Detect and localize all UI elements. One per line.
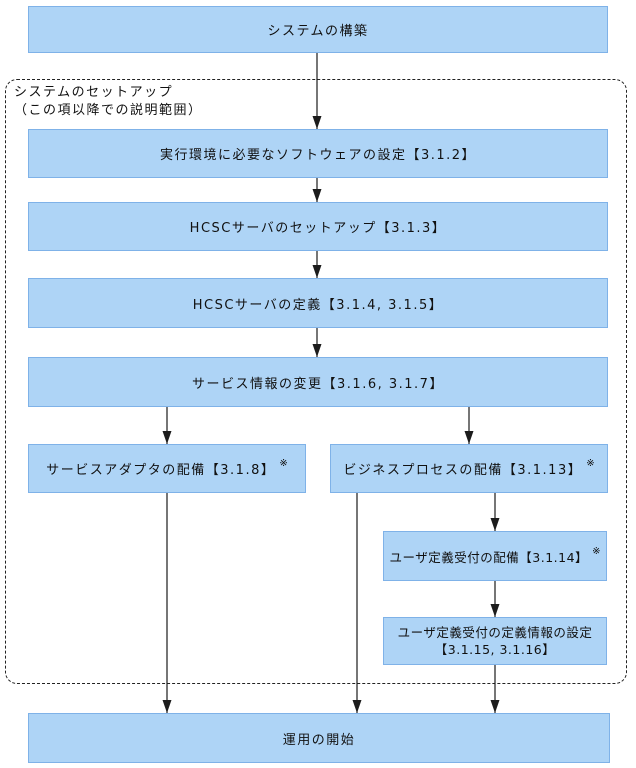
note-mark: ※ [586,458,595,469]
node-hcsc-server-define: HCSCサーバの定義【3.1.4, 3.1.5】 [28,278,608,328]
node-service-info-change-label: サービス情報の変更【3.1.6, 3.1.7】 [192,376,444,392]
setup-group-label-line2: （この項以降での説明範囲） [14,103,203,118]
note-mark: ※ [592,545,601,557]
node-business-process-deploy-label: ビジネスプロセスの配備【3.1.13】 [343,463,583,478]
node-user-reception-deploy-row: ユーザ定義受付の配備【3.1.14】 ※ [389,545,601,566]
node-user-reception-deploy-label: ユーザ定義受付の配備【3.1.14】 [389,549,589,565]
node-software-settings: 実行環境に必要なソフトウェアの設定【3.1.2】 [28,129,608,178]
node-hcsc-server-setup-label: HCSCサーバのセットアップ【3.1.3】 [189,221,447,236]
node-user-reception-define: ユーザ定義受付の定義情報の設定 【3.1.15, 3.1.16】 [383,617,607,665]
setup-group-outline [5,79,627,684]
setup-group-label-line1: システムのセットアップ [14,85,174,100]
node-hcsc-server-setup: HCSCサーバのセットアップ【3.1.3】 [28,202,608,251]
node-user-reception-deploy: ユーザ定義受付の配備【3.1.14】 ※ [383,531,607,581]
node-operation-start-label: 運用の開始 [282,732,356,748]
node-business-process-deploy: ビジネスプロセスの配備【3.1.13】 ※ [330,444,608,493]
node-service-adapter-deploy-row: サービスアダプタの配備【3.1.8】 ※ [46,458,288,478]
note-mark: ※ [279,458,288,469]
node-service-adapter-deploy: サービスアダプタの配備【3.1.8】 ※ [28,444,306,493]
setup-group-label: システムのセットアップ （この項以降での説明範囲） [14,84,203,120]
node-service-info-change: サービス情報の変更【3.1.6, 3.1.7】 [28,357,608,407]
node-user-reception-define-line2: 【3.1.15, 3.1.16】 [434,642,556,657]
node-software-settings-label: 実行環境に必要なソフトウェアの設定【3.1.2】 [159,148,477,163]
node-system-build-label: システムの構築 [267,24,369,39]
node-operation-start: 運用の開始 [28,713,610,763]
node-business-process-deploy-row: ビジネスプロセスの配備【3.1.13】 ※ [343,458,595,478]
node-service-adapter-deploy-label: サービスアダプタの配備【3.1.8】 [46,463,276,478]
node-hcsc-server-define-label: HCSCサーバの定義【3.1.4, 3.1.5】 [192,297,444,313]
node-system-build: システムの構築 [28,6,608,53]
node-user-reception-define-line1: ユーザ定義受付の定義情報の設定 [397,625,593,640]
